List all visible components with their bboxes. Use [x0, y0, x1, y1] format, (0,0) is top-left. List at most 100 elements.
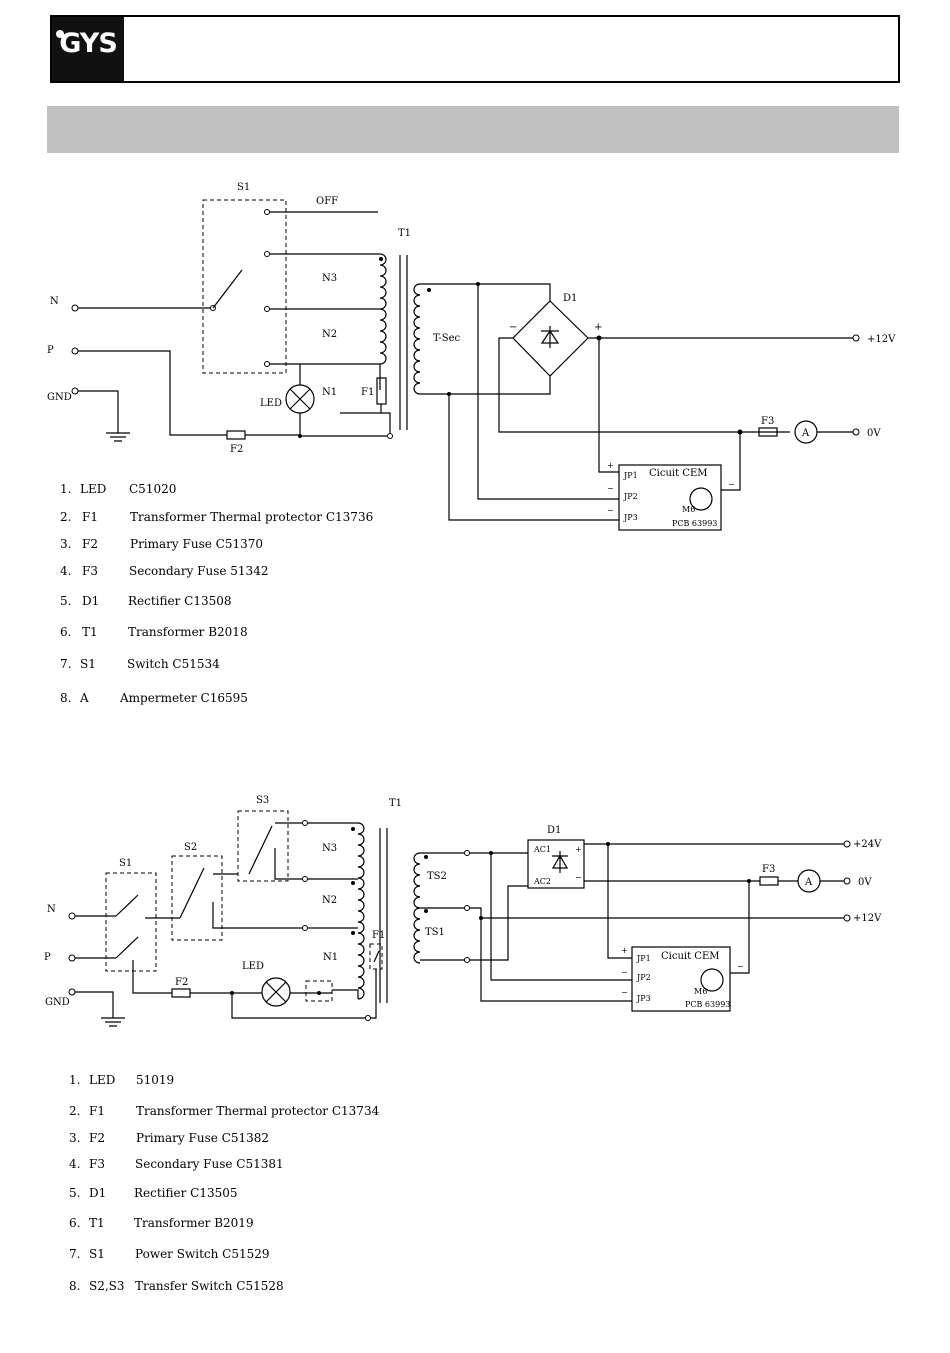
fuse-f3 [759, 876, 779, 886]
ground-symbol [106, 432, 130, 442]
part-num: 4. [60, 564, 72, 578]
wire-f1-led [300, 412, 391, 437]
part-ref: T1 [82, 625, 98, 639]
part-num: 6. [69, 1216, 81, 1230]
part-desc: Primary Fuse C51370 [130, 537, 263, 551]
s2-outputs [212, 873, 303, 929]
jp2-sign: − [607, 484, 614, 493]
pcb-title: Cicuit CEM [649, 468, 707, 479]
s1-outputs [132, 917, 180, 994]
terminal-p [71, 347, 79, 355]
pcb-m6 [700, 968, 724, 992]
gys-logo [52, 17, 124, 81]
pcb-jp3: JP3 [623, 513, 638, 522]
tap-n3-top [302, 820, 308, 826]
label-gnd: GND [45, 997, 70, 1008]
pcb-title: Cicuit CEM [661, 951, 719, 962]
part-desc: Transformer Thermal protector C13736 [130, 510, 374, 524]
label-s1: S1 [119, 858, 132, 869]
pcb-out-sign: − [728, 480, 735, 489]
dot-n1 [351, 931, 355, 935]
d1-minus: − [575, 873, 582, 882]
part-num: 4. [69, 1157, 81, 1171]
pcb-m6-label: M6 [682, 505, 695, 514]
header-frame [50, 15, 900, 83]
part-num: 8. [60, 691, 72, 705]
switch-s3-box [237, 810, 289, 882]
part-desc: Transfer Switch C51528 [135, 1279, 284, 1293]
d1-ac2: AC2 [533, 877, 551, 886]
part-ref: S1 [80, 657, 96, 671]
part-ref: F2 [89, 1131, 105, 1145]
label-t1: T1 [389, 798, 402, 809]
sec-term-top [464, 850, 470, 856]
label-n: N [50, 296, 59, 307]
wire-jp2 [477, 284, 619, 500]
part-num: 7. [69, 1247, 81, 1261]
jp1-sign: + [621, 946, 628, 955]
part-num: 3. [69, 1131, 81, 1145]
wire-jp3 [448, 394, 619, 521]
ts2-dot [424, 855, 428, 859]
label-f1: F1 [361, 387, 374, 398]
label-n2: N2 [322, 895, 337, 906]
part-num: 7. [60, 657, 72, 671]
tap-n2-bottom [302, 925, 308, 931]
part-desc: Primary Fuse C51382 [136, 1131, 269, 1145]
led-lamp [261, 977, 291, 1007]
part-desc: Power Switch C51529 [135, 1247, 270, 1261]
terminal-0v [852, 428, 860, 436]
t1-primary-coil [357, 822, 365, 1000]
junction-led [317, 991, 321, 995]
jp1-sign: + [607, 461, 614, 470]
sec-wires [470, 852, 845, 961]
label-n3: N3 [322, 843, 337, 854]
s2-blade [179, 867, 205, 919]
sec-leads [420, 852, 465, 961]
s1-contact-off [264, 209, 270, 215]
f1-contact [373, 950, 380, 963]
label-led: LED [242, 961, 264, 972]
wire-gnd [75, 991, 114, 1018]
part-desc: C51020 [129, 482, 177, 496]
pcb-code: PCB 63993 [685, 1000, 730, 1009]
jp3-sign: − [607, 506, 614, 515]
part-desc: Secondary Fuse C51381 [135, 1157, 284, 1171]
schematic-2: N P GND S1 S2 S3 N3 N2 N1 T1 F1 LED [44, 795, 882, 1027]
pcb-jp3: JP3 [636, 994, 651, 1003]
tap-n3-bottom [302, 876, 308, 882]
wire-return [231, 969, 377, 1019]
ts1-coil [413, 907, 421, 964]
wire-negative [498, 337, 790, 433]
wire-jp1 [607, 844, 632, 959]
label-n2: N2 [322, 329, 337, 340]
part-ref: T1 [89, 1216, 105, 1230]
label-f1: F1 [372, 930, 385, 941]
part-desc: Transformer Thermal protector C13734 [136, 1104, 380, 1118]
label-ts1: TS1 [425, 927, 445, 938]
terminal-n [68, 912, 76, 920]
rectifier-d1 [527, 839, 585, 889]
s1-blades [115, 894, 139, 959]
part-num: 8. [69, 1279, 81, 1293]
s1-contact-n2 [264, 306, 270, 312]
part-ref: S1 [89, 1247, 105, 1261]
label-tsec: T-Sec [433, 333, 461, 344]
label-gnd: GND [47, 392, 72, 403]
label-s1: S1 [237, 182, 250, 193]
label-f3: F3 [761, 416, 774, 427]
wire-gnd [78, 390, 119, 433]
terminal-n [71, 304, 79, 312]
label-led: LED [260, 398, 282, 409]
terminal-p [68, 954, 76, 962]
wire-jp2 [490, 960, 632, 981]
label-n: N [47, 904, 56, 915]
led-cross [289, 388, 311, 410]
part-desc: Rectifier C13505 [134, 1186, 238, 1200]
wire-n1-end [332, 989, 359, 999]
terminal-gnd [68, 988, 76, 996]
rectifier-d1 [512, 300, 589, 377]
sec-term-mid [464, 905, 470, 911]
t1-core [399, 255, 408, 430]
part-num: 2. [69, 1104, 81, 1118]
